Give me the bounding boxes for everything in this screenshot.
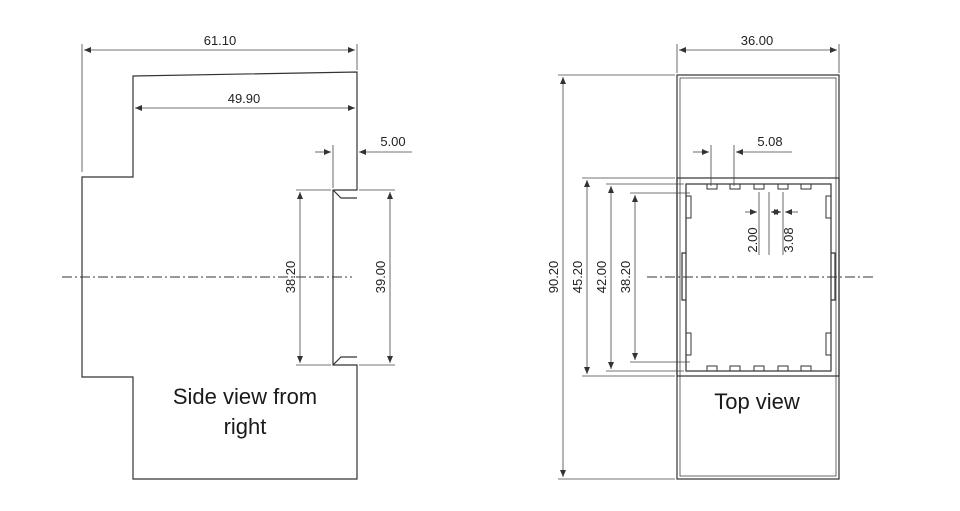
dim-overall-width: 61.10 xyxy=(204,33,237,48)
top-view-caption: Top view xyxy=(714,389,800,414)
dim-top-width: 36.00 xyxy=(741,33,774,48)
side-view-caption-line1: Side view from xyxy=(173,384,317,409)
terminal-slot-top xyxy=(706,183,718,190)
dim-pitch: 5.08 xyxy=(757,134,782,149)
dim-h2: 42.00 xyxy=(594,261,609,294)
terminal-clip-left xyxy=(681,252,686,301)
dim-inner-height: 38.20 xyxy=(283,261,298,294)
terminal-clip-right xyxy=(831,252,836,301)
side-view-outline xyxy=(81,71,358,480)
terminal-block xyxy=(685,183,832,372)
terminal-slot-bottom xyxy=(753,365,765,372)
dim-slot-width: 2.00 xyxy=(745,227,760,252)
terminal-slot-top xyxy=(753,183,765,190)
side-clip-bottom xyxy=(332,356,357,366)
terminal-side-notch xyxy=(685,332,692,356)
dim-upper-width: 49.90 xyxy=(228,91,261,106)
terminal-slots xyxy=(685,183,832,372)
terminal-region xyxy=(676,177,840,377)
top-view: 36.00 5.08 2.00 3.08 90.20 45.20 42.00 xyxy=(546,33,876,480)
side-view-caption-line2: right xyxy=(224,414,267,439)
dim-step: 5.00 xyxy=(380,134,405,149)
dim-slot-gap: 3.08 xyxy=(781,227,796,252)
terminal-side-notch xyxy=(825,332,832,356)
terminal-slot-bottom xyxy=(706,365,718,372)
terminal-slot-bottom xyxy=(800,365,812,372)
side-clip-top xyxy=(332,189,357,199)
terminal-side-notch xyxy=(825,195,832,219)
terminal-slot-bottom xyxy=(777,365,789,372)
terminal-slot-top xyxy=(777,183,789,190)
side-view: 61.10 49.90 5.00 38.20 39.00 Side view f… xyxy=(62,33,412,480)
dim-outer-height: 39.00 xyxy=(373,261,388,294)
terminal-side-notch xyxy=(685,195,692,219)
terminal-slot-top xyxy=(729,183,741,190)
terminal-slot-bottom xyxy=(729,365,741,372)
dim-total-height: 90.20 xyxy=(546,261,561,294)
dim-h3: 38.20 xyxy=(618,261,633,294)
dim-h1: 45.20 xyxy=(570,261,585,294)
terminal-slot-top xyxy=(800,183,812,190)
